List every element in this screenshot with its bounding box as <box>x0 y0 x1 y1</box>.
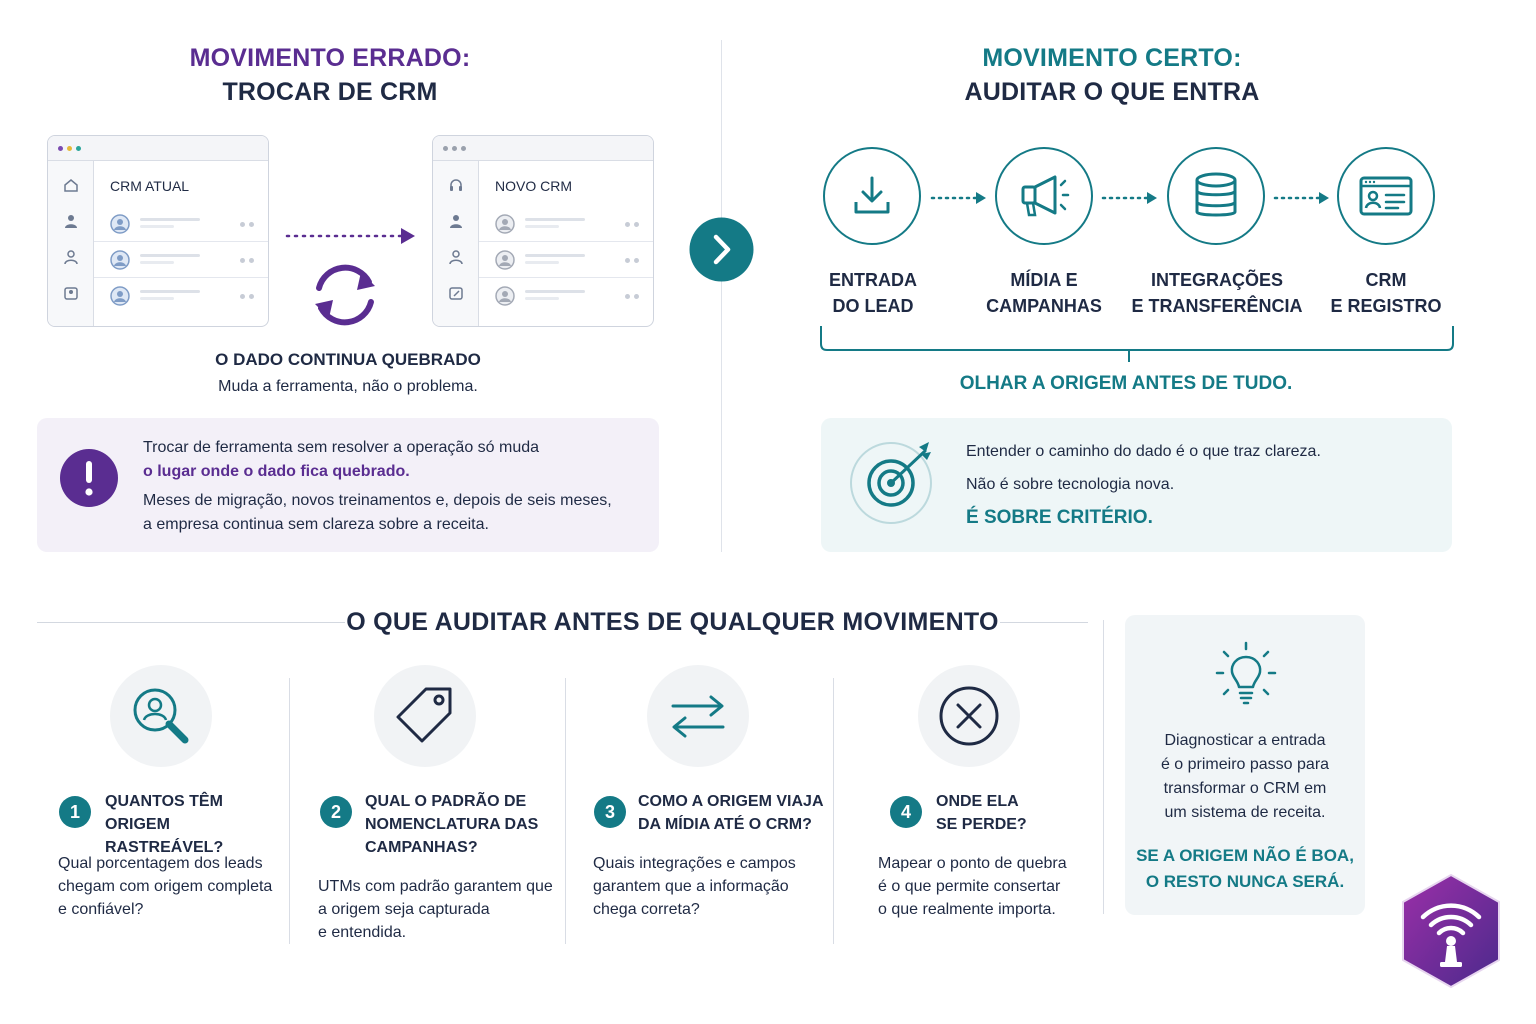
dotted-arrow-icon <box>285 228 415 244</box>
dotted-arrow-icon <box>1101 192 1157 204</box>
vertical-divider <box>721 40 722 552</box>
insight-panel: Entender o caminho do dado é o que traz … <box>821 418 1452 552</box>
conclusion-highlight: SE A ORIGEM NÃO É BOA, O RESTO NUNCA SER… <box>1136 846 1354 891</box>
audit-icon-circle-2 <box>374 665 476 767</box>
window-sidebar <box>433 161 479 326</box>
crm-new-label: NOVO CRM <box>495 178 572 194</box>
swap-arrows-icon <box>671 695 725 738</box>
warning-line4: a empresa continua sem clareza sobre a r… <box>143 516 489 533</box>
conclusion-text: Diagnosticar a entrada é o primeiro pass… <box>1160 732 1330 821</box>
crm-card-icon <box>1359 176 1413 216</box>
audit-icon-circle-4 <box>918 665 1020 767</box>
left-subtext: Muda a ferramenta, não o problema. <box>218 378 478 395</box>
window-titlebar <box>48 136 268 161</box>
step-crm-circle <box>1337 147 1435 245</box>
list-item <box>479 242 653 278</box>
step-number-2: 2 <box>320 796 352 828</box>
user-icon <box>65 215 77 228</box>
window-titlebar <box>433 136 653 161</box>
step-number-3: 3 <box>594 796 626 828</box>
contact-card-icon <box>64 287 78 300</box>
column-divider <box>833 678 834 944</box>
close-circle-icon <box>939 686 999 746</box>
section-title: O QUE AUDITAR ANTES DE QUALQUER MOVIMENT… <box>346 608 999 636</box>
step-entry-circle <box>823 147 921 245</box>
left-title-line1: MOVIMENTO ERRADO: <box>189 44 471 72</box>
chevron-right-icon <box>689 217 754 282</box>
audit-icon-circle-1 <box>110 665 212 767</box>
tag-icon <box>396 687 452 743</box>
warning-line1: Trocar de ferramenta sem resolver a oper… <box>143 439 540 456</box>
right-title-line2: AUDITAR O QUE ENTRA <box>964 78 1260 106</box>
crm-new-window: NOVO CRM <box>432 135 654 327</box>
download-icon <box>854 176 890 214</box>
section-rule-right <box>1000 622 1088 623</box>
dotted-arrow-icon <box>930 192 986 204</box>
user-icon <box>450 215 462 228</box>
step-media-circle <box>995 147 1093 245</box>
avatar-icon <box>110 250 130 270</box>
step-number-1: 1 <box>59 796 91 828</box>
section-rule-left <box>37 622 345 623</box>
user-outline-icon <box>64 250 78 265</box>
step-number-4: 4 <box>890 796 922 828</box>
bracket-caption: OLHAR A ORIGEM ANTES DE TUDO. <box>959 373 1293 394</box>
lightbulb-icon <box>1215 641 1277 705</box>
avatar-icon <box>110 214 130 234</box>
audit-icon-circle-3 <box>647 665 749 767</box>
column-divider <box>289 678 290 944</box>
exclamation-icon <box>60 449 118 507</box>
home-icon <box>64 179 78 192</box>
insight-highlight: É SOBRE CRITÉRIO. <box>966 507 1153 528</box>
crm-current-window: CRM ATUAL <box>47 135 269 327</box>
sync-icon <box>315 264 375 326</box>
left-title-line2: TROCAR DE CRM <box>222 78 438 106</box>
insight-line1: Entender o caminho do dado é o que traz … <box>966 443 1321 460</box>
avatar-icon <box>495 286 515 306</box>
list-item <box>94 206 268 242</box>
user-group-icon <box>449 250 463 265</box>
column-divider <box>1103 620 1104 914</box>
avatar-icon <box>495 214 515 234</box>
list-item <box>479 206 653 242</box>
list-item <box>479 278 653 314</box>
column-divider <box>565 678 566 944</box>
user-search-icon <box>133 688 189 744</box>
avatar-icon <box>495 250 515 270</box>
window-sidebar <box>48 161 94 326</box>
warning-highlight: o lugar onde o dado fica quebrado. <box>143 463 410 480</box>
database-icon <box>1195 172 1237 217</box>
edit-icon <box>449 287 463 300</box>
headset-icon <box>450 179 462 191</box>
brand-logo-icon <box>1402 873 1500 989</box>
warning-panel: Trocar de ferramenta sem resolver a oper… <box>37 418 659 552</box>
conclusion-card: Diagnosticar a entrada é o primeiro pass… <box>1125 615 1365 915</box>
megaphone-icon <box>1021 175 1070 217</box>
warning-line3: Meses de migração, novos treinamentos e,… <box>143 492 612 509</box>
insight-line2: Não é sobre tecnologia nova. <box>966 476 1175 493</box>
right-title-line1: MOVIMENTO CERTO: <box>982 44 1242 72</box>
step-integrations-circle <box>1167 147 1265 245</box>
list-item <box>94 242 268 278</box>
avatar-icon <box>110 286 130 306</box>
left-subhead: O DADO CONTINUA QUEBRADO <box>215 350 481 369</box>
bracket-icon <box>820 326 1454 362</box>
target-icon <box>850 442 932 524</box>
dotted-arrow-icon <box>1273 192 1329 204</box>
list-item <box>94 278 268 314</box>
crm-current-label: CRM ATUAL <box>110 178 190 194</box>
